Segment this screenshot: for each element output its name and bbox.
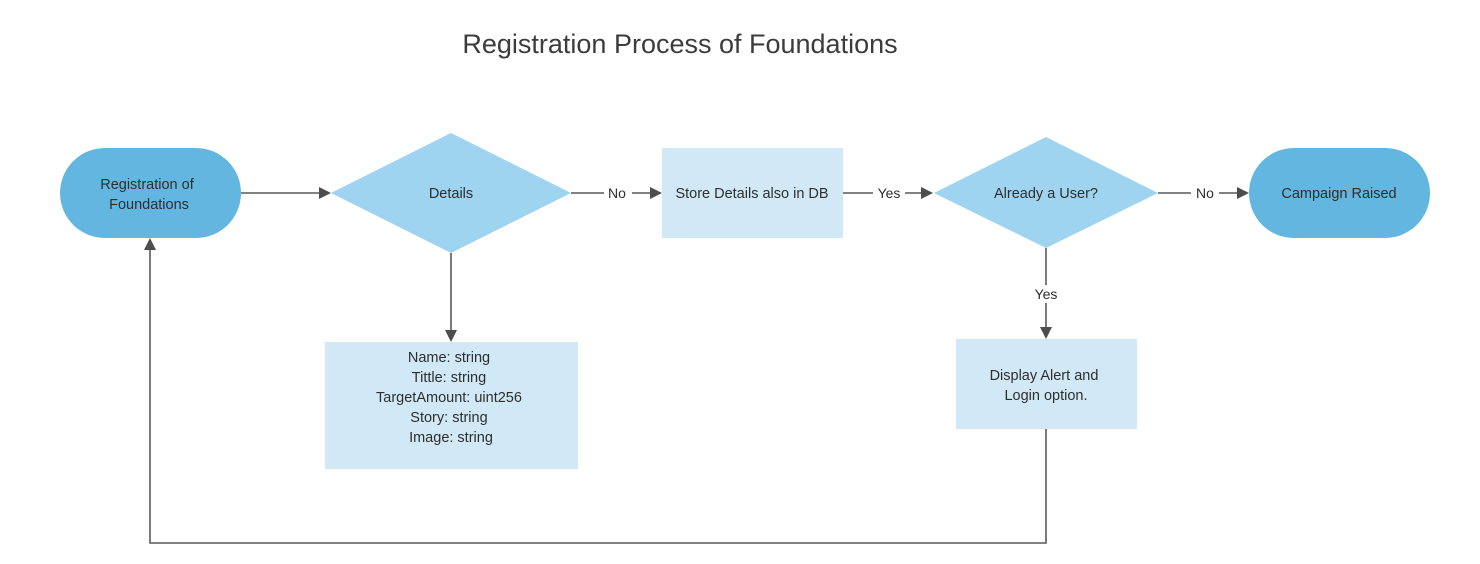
edge-label-background [1191,184,1219,202]
node-store[interactable]: Store Details also in DB [662,148,843,238]
node-label: Display Alert and Login option. [990,368,1103,404]
edge-line [149,248,1047,544]
process-shape [662,148,843,238]
field-line: Tittle: string [412,370,486,386]
edge-alert-to-start [144,238,1047,544]
diagram-title: Registration Process of Foundations [462,29,897,59]
node-fields[interactable]: Name: string Tittle: string TargetAmount… [325,342,578,469]
field-line: Story: string [410,410,487,426]
node-label: Store Details also in DB [675,186,828,202]
node-label: Already a User? [994,186,1098,202]
field-line: Name: string [408,350,490,366]
node-label: Details [429,186,473,202]
edge-label-yes: Yes [878,185,901,201]
field-line: TargetAmount: uint256 [376,390,522,406]
edge-label-no: No [608,185,626,201]
arrowhead-icon [1237,187,1249,199]
node-alert[interactable]: Display Alert and Login option. [956,339,1137,429]
edge-start-to-details [241,187,331,199]
arrowhead-icon [144,238,156,250]
edge-user-to-alert: Yes [1030,248,1062,339]
edge-label-yes: Yes [1035,286,1058,302]
node-label-line: Login option. [1004,388,1087,404]
arrowhead-icon [1040,327,1052,339]
node-label: Registration of Foundations [100,177,198,213]
node-label-line: Registration of [100,177,194,193]
node-label-line: Display Alert and [990,368,1099,384]
node-label-line: Foundations [109,197,189,213]
node-details[interactable]: Details [331,133,571,253]
edge-details-to-store: No [571,184,662,202]
edge-label-background [873,184,905,202]
edge-details-to-fields [445,253,457,342]
arrowhead-icon [921,187,933,199]
node-label: Name: string Tittle: string TargetAmount… [376,350,526,446]
edge-label-background [1030,285,1062,303]
arrowhead-icon [445,330,457,342]
edge-label-background [604,184,632,202]
node-campaign[interactable]: Campaign Raised [1249,148,1430,238]
field-line: Image: string [409,430,493,446]
node-label: Campaign Raised [1281,186,1396,202]
process-shape [325,342,578,469]
edge-label-no: No [1196,185,1214,201]
process-shape [956,339,1137,429]
terminal-shape [1249,148,1430,238]
decision-shape [934,137,1158,248]
edge-store-to-user: Yes [843,184,933,202]
node-already-user[interactable]: Already a User? [934,137,1158,248]
arrowhead-icon [319,187,331,199]
terminal-shape [60,148,241,238]
node-start[interactable]: Registration of Foundations [60,148,241,238]
edge-user-to-campaign: No [1158,184,1249,202]
decision-shape [331,133,571,253]
arrowhead-icon [650,187,662,199]
